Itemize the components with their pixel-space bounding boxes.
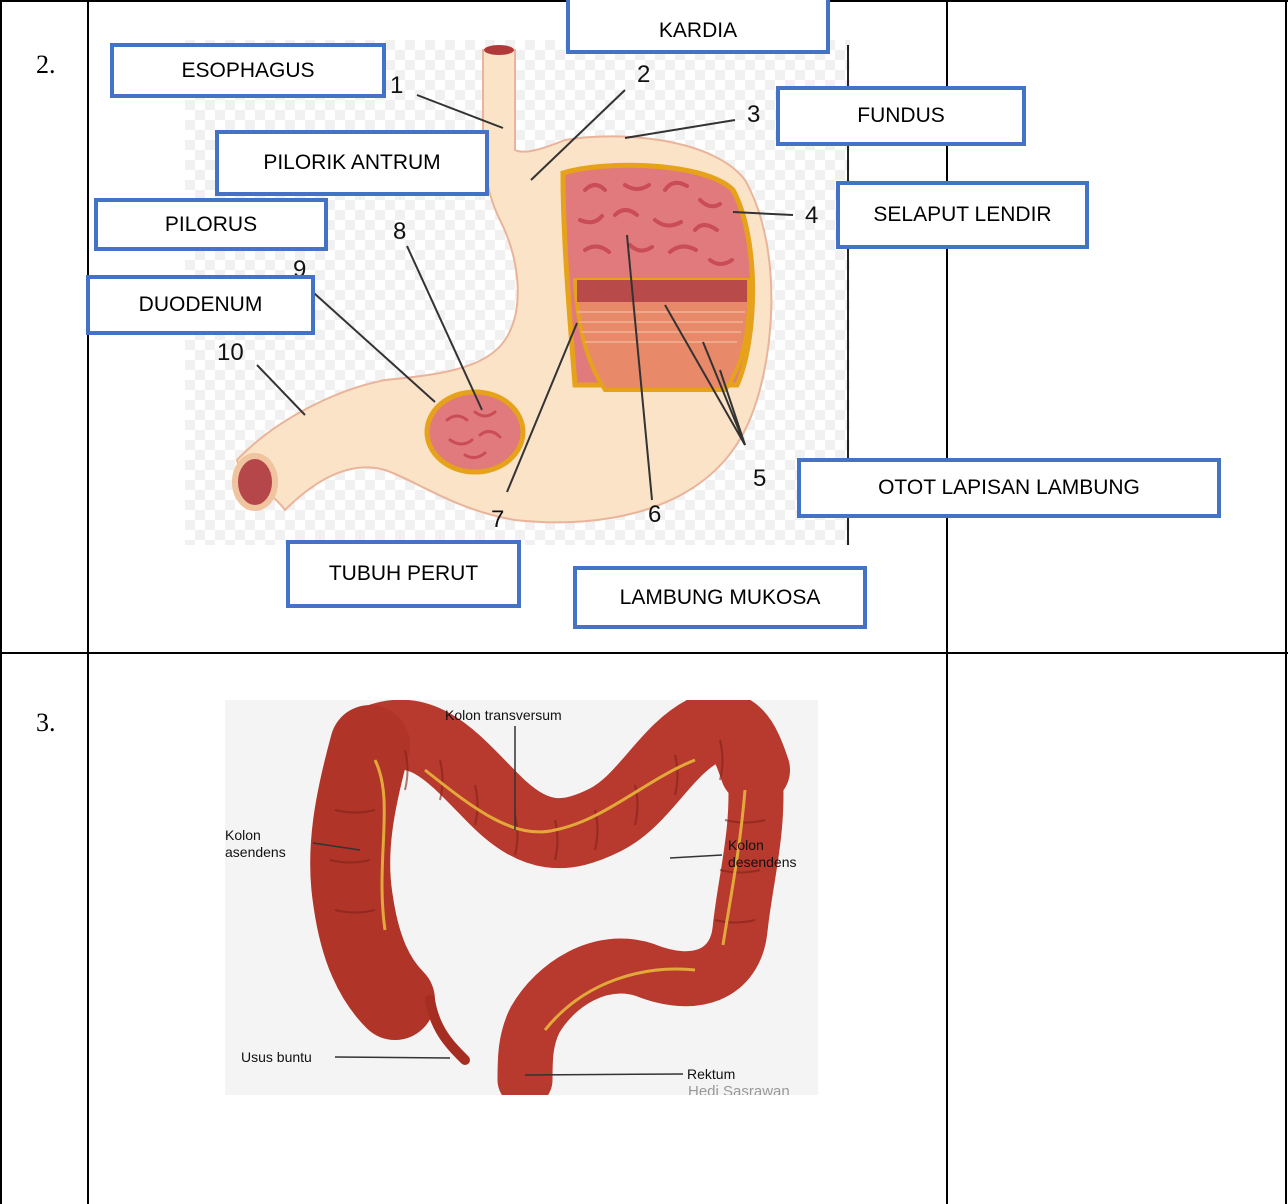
number-8: 8 <box>393 218 406 245</box>
label-pilorik-antrum: PILORIK ANTRUM <box>215 130 489 196</box>
number-4: 4 <box>805 202 818 229</box>
label-esophagus: ESOPHAGUS <box>110 43 386 98</box>
label-kolon-transversum: Kolon transversum <box>445 707 562 723</box>
label-selaput-lendir: SELAPUT LENDIR <box>836 181 1089 249</box>
row-number-2: 2. <box>36 50 56 80</box>
label-kolon-desendens-line1: Kolon <box>728 837 764 853</box>
table-column-divider-1 <box>87 0 89 1204</box>
label-kolon-asendens-line1: Kolon <box>225 827 261 843</box>
label-kolon-asendens-line2: asendens <box>225 844 286 860</box>
number-2: 2 <box>637 61 650 88</box>
label-fundus: FUNDUS <box>776 86 1026 146</box>
label-kardia: KARDIA <box>566 0 830 54</box>
table-border-left <box>0 0 2 1204</box>
number-7: 7 <box>491 506 504 533</box>
pylorus-mucosa <box>427 392 523 472</box>
number-6: 6 <box>648 501 661 528</box>
label-kolon-desendens-line2: desendens <box>728 854 797 870</box>
ascending-colon <box>350 745 395 1000</box>
table-row-divider <box>0 652 1288 654</box>
duodenum-end <box>235 456 275 508</box>
label-duodenum: DUODENUM <box>86 275 315 335</box>
label-usus-buntu: Usus buntu <box>241 1049 312 1065</box>
number-10: 10 <box>217 339 244 366</box>
row-number-3: 3. <box>36 708 56 738</box>
colon-diagram: Kolon transversum Kolon asendens Kolon d… <box>225 700 818 1095</box>
label-rektum: Rektum <box>687 1066 735 1082</box>
number-3: 3 <box>747 101 760 128</box>
label-otot-lapisan-lambung: OTOT LAPISAN LAMBUNG <box>797 458 1221 518</box>
table-border-right <box>1285 0 1287 1204</box>
image-credit: Hedi Sasrawan <box>688 1083 790 1095</box>
number-5: 5 <box>753 465 766 492</box>
number-1: 1 <box>390 72 403 99</box>
label-pilorus: PILORUS <box>94 198 328 251</box>
label-lambung-mukosa: LAMBUNG MUKOSA <box>573 566 867 629</box>
label-tubuh-perut: TUBUH PERUT <box>286 540 521 608</box>
